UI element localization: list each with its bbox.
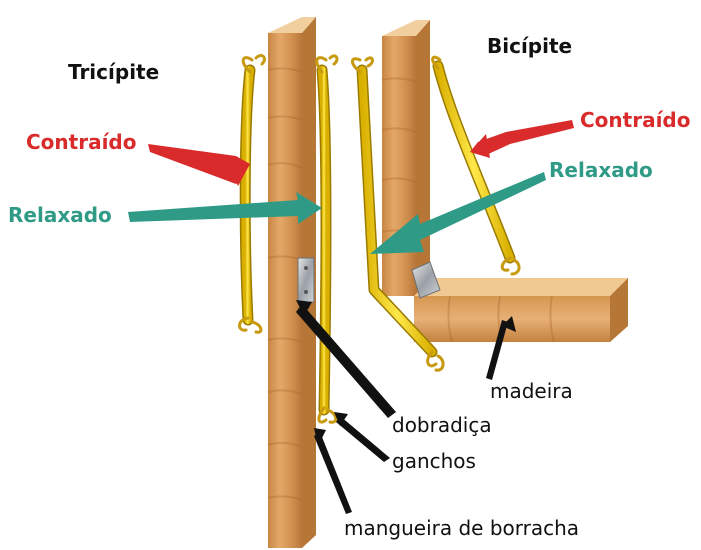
label-arrows xyxy=(296,300,516,514)
biceps-relaxed-hose xyxy=(356,64,438,358)
biceps-hinge-icon xyxy=(411,261,441,299)
biceps-upper-wood xyxy=(381,20,430,296)
wood-label: madeira xyxy=(490,379,573,403)
triceps-lower-wood xyxy=(267,287,316,548)
relaxed-arrow-right xyxy=(370,172,546,254)
contracted-arrow-right xyxy=(470,120,574,158)
relaxed-arrow-left xyxy=(128,192,322,224)
hose-label: mangueira de borracha xyxy=(344,516,580,540)
biceps-forearm-wood xyxy=(414,278,628,343)
triceps-upper-wood xyxy=(267,17,316,300)
hinge-label: dobradiça xyxy=(392,413,492,437)
triceps-relaxed-label: Relaxado xyxy=(8,203,112,227)
biceps-title: Bicípite xyxy=(487,34,573,58)
biceps-contracted-label: Contraído xyxy=(580,108,691,132)
triceps-hinge-icon xyxy=(297,257,315,303)
hook-icon xyxy=(351,55,521,372)
triceps-contracted-hose xyxy=(239,64,256,326)
triceps-title: Tricípite xyxy=(68,60,160,84)
contracted-arrow-left xyxy=(148,144,250,186)
triceps-relaxed-hose xyxy=(316,64,332,416)
hook-icon xyxy=(238,54,339,424)
biceps-relaxed-label: Relaxado xyxy=(549,158,653,182)
triceps-contracted-label: Contraído xyxy=(26,130,137,154)
biceps-contracted-hose xyxy=(432,60,516,264)
hooks-label: ganchos xyxy=(392,449,476,473)
